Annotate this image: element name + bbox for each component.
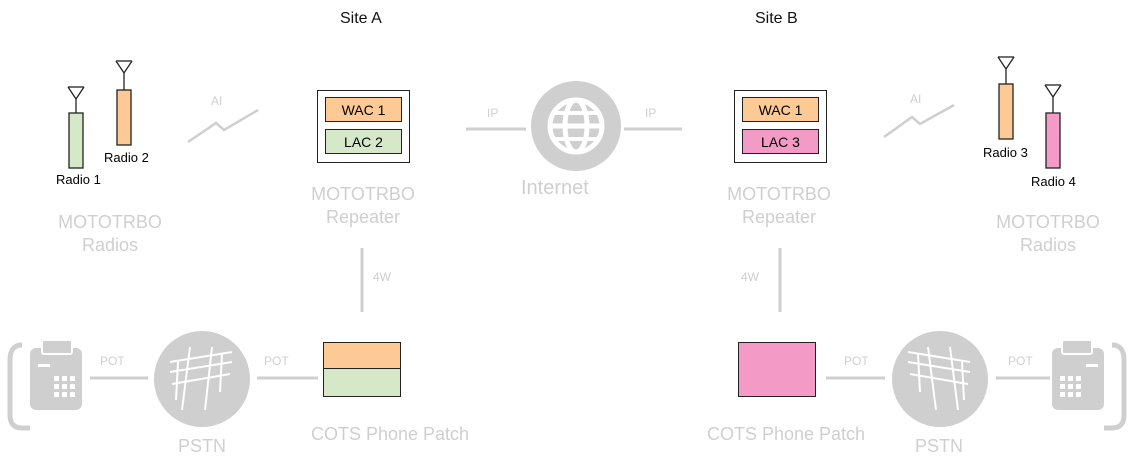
four-wire-label-a: 4W	[373, 270, 391, 284]
ip-label-b: IP	[645, 106, 657, 120]
radios-a-label-line2: Radios	[81, 235, 139, 255]
radio-2-icon	[115, 60, 133, 146]
repeater-b-label-line2: Repeater	[741, 207, 817, 227]
phone-patch-b	[738, 342, 816, 397]
radio-1-label: Radio 1	[56, 172, 101, 187]
desk-phone-icon-a	[7, 339, 82, 431]
ai-link-a	[187, 108, 259, 144]
radio-4-label: Radio 4	[1031, 174, 1076, 189]
radios-b-label-line1: MOTOTRBO	[996, 212, 1100, 232]
ai-label-b: AI	[910, 92, 922, 106]
phone-patch-label-a: COTS Phone Patch	[310, 424, 470, 444]
pstn-pole-icon-b	[892, 331, 988, 427]
pstn-pole-icon-a	[154, 331, 250, 427]
globe-icon	[531, 81, 621, 171]
pstn-label-b: PSTN	[914, 436, 963, 456]
radio-3-label: Radio 3	[983, 145, 1028, 160]
repeater-a-wac: WAC 1	[325, 97, 402, 122]
pstn-label-a: PSTN	[177, 436, 226, 456]
site-b-title: Site B	[755, 10, 798, 27]
pot-label-b-left: POT	[844, 354, 869, 368]
repeater-a-lac: LAC 2	[325, 129, 402, 154]
repeater-b-lac: LAC 3	[742, 129, 819, 154]
ai-link-b	[883, 103, 955, 139]
radio-1-icon	[67, 86, 85, 169]
pot-label-a-right: POT	[264, 354, 289, 368]
radios-b-label-line2: Radios	[1019, 235, 1077, 255]
radio-4-icon	[1044, 84, 1062, 169]
repeater-a-label-line1: MOTOTRBO	[311, 184, 415, 204]
phone-patch-a-bottom	[323, 368, 401, 397]
radio-3-icon	[997, 56, 1015, 140]
desk-phone-icon-b	[1052, 339, 1127, 431]
internet-label: Internet	[521, 177, 589, 199]
radios-a-label-line1: MOTOTRBO	[58, 212, 162, 232]
phone-patch-a-top	[323, 342, 401, 370]
repeater-b-wac: WAC 1	[742, 97, 819, 122]
site-a-title: Site A	[340, 10, 382, 27]
ai-label-a: AI	[211, 94, 223, 108]
pot-label-b-right: POT	[1008, 354, 1033, 368]
repeater-b-label-line1: MOTOTRBO	[727, 184, 831, 204]
four-wire-label-b: 4W	[741, 270, 759, 284]
repeater-a-label-line2: Repeater	[325, 207, 401, 227]
radio-2-label: Radio 2	[104, 150, 149, 165]
ip-label-a: IP	[487, 106, 499, 120]
pot-label-a-left: POT	[100, 354, 125, 368]
phone-patch-label-b: COTS Phone Patch	[706, 424, 866, 444]
